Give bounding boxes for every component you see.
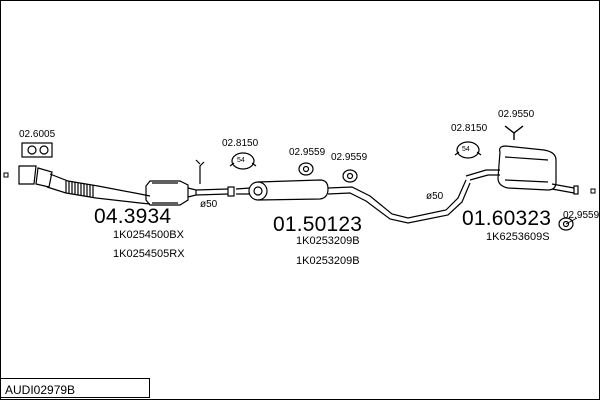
middle-silencer-oem-2: 1K0253209B bbox=[296, 255, 360, 267]
gasket-icon bbox=[21, 142, 53, 158]
front-pipe-oem-1: 1K0254500BX bbox=[113, 229, 184, 241]
middle-silencer-code: 01.50123 bbox=[273, 213, 363, 236]
rear-pipe-diameter: ø50 bbox=[426, 191, 444, 202]
front-pipe-diameter: ø50 bbox=[200, 199, 218, 210]
leader-lines bbox=[565, 217, 578, 225]
mid-rubber-label-b: 02.9559 bbox=[331, 152, 368, 163]
reference-number: AUDI02979B bbox=[5, 383, 76, 397]
bracket-icon bbox=[504, 125, 524, 140]
front-clamp-icon bbox=[229, 152, 257, 170]
rear-clamp-icon bbox=[454, 141, 482, 159]
rear-rubber-label: 02.9559 bbox=[563, 210, 600, 221]
middle-silencer-oem-1: 1K0253209B bbox=[296, 235, 360, 247]
rear-silencer-oem-1: 1K6253609S bbox=[486, 231, 550, 243]
front-flange bbox=[18, 165, 53, 188]
rear-silencer-code: 01.60323 bbox=[462, 207, 552, 230]
middle-silencer bbox=[235, 179, 471, 224]
front-end-marker bbox=[3, 172, 9, 178]
rear-end-marker bbox=[590, 188, 596, 194]
front-pipe-code: 04.3934 bbox=[94, 205, 172, 228]
front-pipe-oem-2: 1K0254505RX bbox=[113, 248, 185, 260]
reference-box: AUDI02979B bbox=[0, 378, 150, 398]
front-clamp-label: 02.8150 bbox=[222, 138, 259, 149]
front-clamp-size: 54 bbox=[237, 157, 245, 164]
rear-silencer bbox=[465, 145, 579, 195]
mid-rubber-label-a: 02.9559 bbox=[289, 147, 326, 158]
rear-clamp-size: 54 bbox=[462, 146, 470, 153]
hanger-hook-icon bbox=[195, 159, 205, 184]
rubber-mount-icon bbox=[298, 162, 574, 231]
rear-clamp-label: 02.8150 bbox=[451, 123, 488, 134]
front-pipe bbox=[46, 173, 235, 206]
gasket-label: 02.6005 bbox=[19, 129, 56, 140]
rear-bracket-label: 02.9550 bbox=[498, 109, 535, 120]
